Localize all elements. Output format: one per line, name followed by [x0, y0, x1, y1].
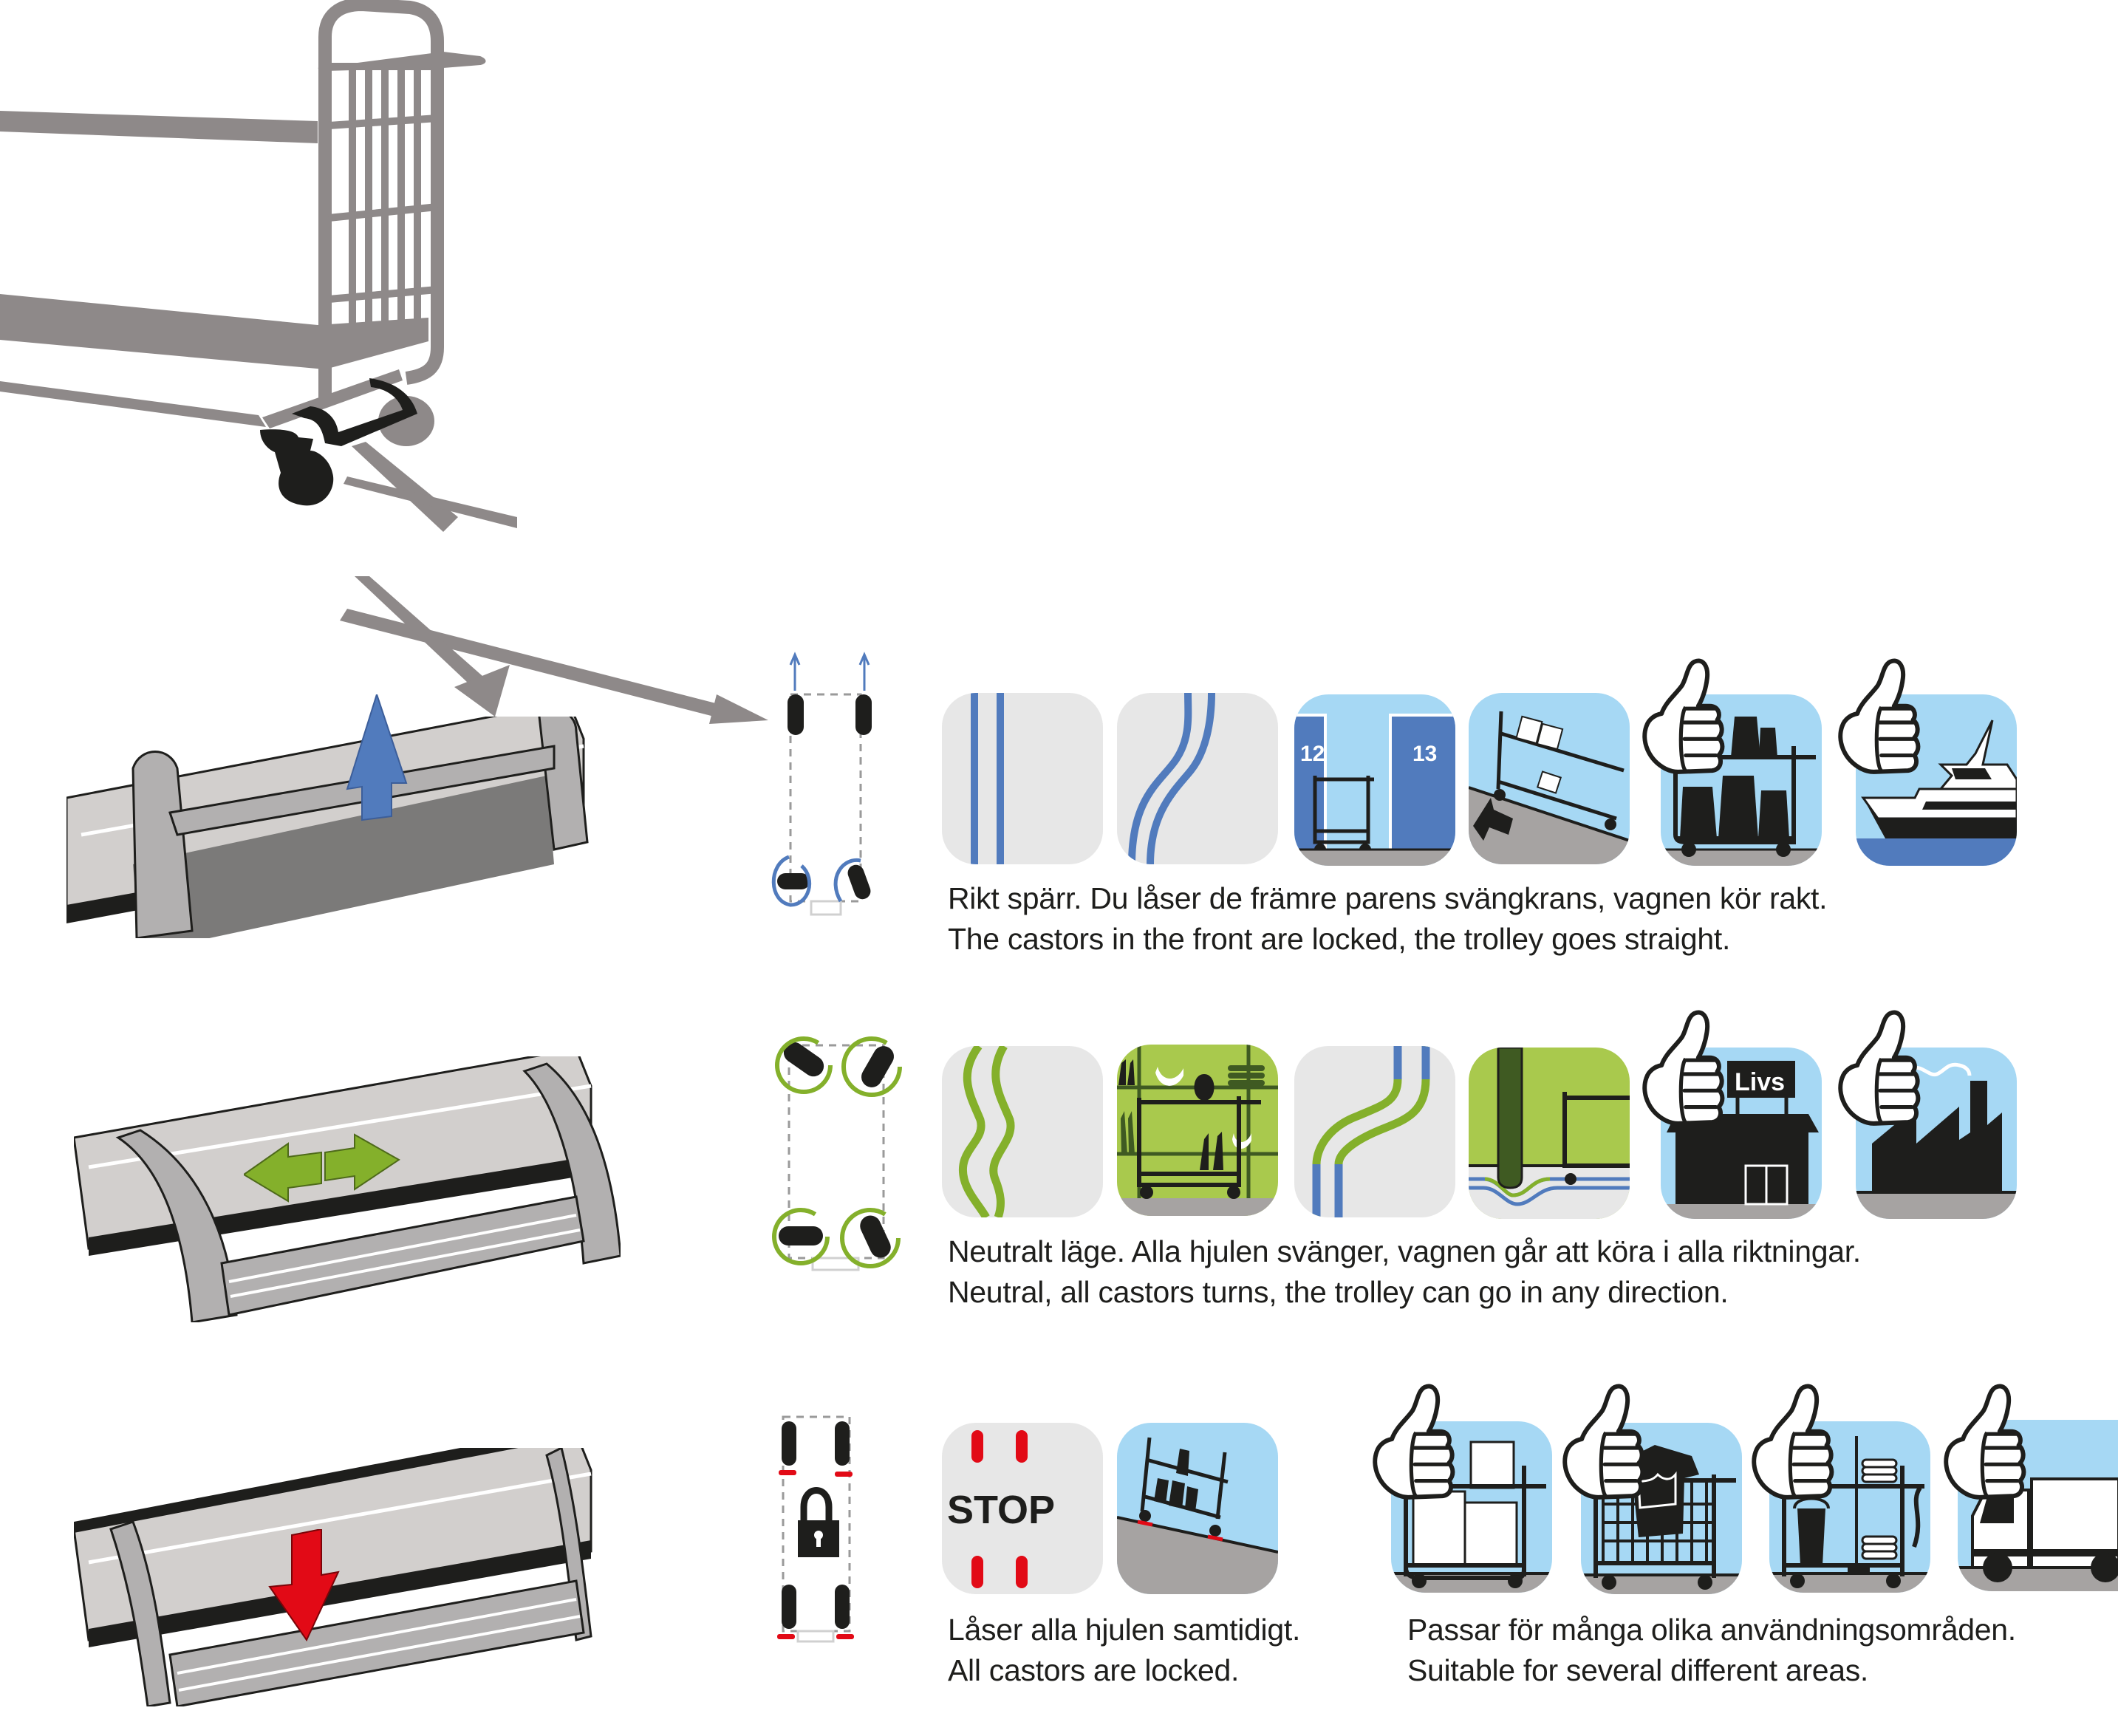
stop-label: STOP: [947, 1488, 1055, 1532]
livs-sign: Livs: [1735, 1068, 1785, 1096]
ramp-push-tile: [1469, 693, 1630, 864]
parking-bay-tile: 12 13: [1294, 694, 1455, 866]
caption-applications-en: Suitable for several different areas.: [1407, 1653, 1869, 1687]
curved-lane-tile: [1117, 693, 1278, 864]
thumbs-up-icon: [1941, 1377, 2030, 1510]
padlock-icon: [798, 1487, 839, 1557]
pointer-arrow: [340, 576, 768, 724]
grocery-shelf-tile: [1117, 1045, 1278, 1216]
straight-lane-tile: [942, 693, 1103, 864]
bay-number-left: 12: [1300, 742, 1325, 766]
wavy-lane-tile: [942, 1046, 1103, 1217]
wheel-diagram-neutral: [772, 1036, 902, 1271]
left-right-arrow-icon: [244, 1133, 400, 1203]
thumbs-up-icon: [1836, 1003, 1924, 1136]
caption-neutral-en: Neutral, all castors turns, the trolley …: [948, 1275, 1729, 1309]
lane-change-tile: [1294, 1046, 1455, 1217]
bay-number-right: 13: [1412, 742, 1437, 766]
up-arrow-icon: [346, 694, 408, 821]
thumbs-up-icon: [1640, 652, 1729, 785]
caption-directional-en: The castors in the front are locked, the…: [948, 922, 1731, 956]
thumbs-up-icon: [1749, 1377, 1838, 1510]
caption-lock-en: All castors are locked.: [948, 1653, 1240, 1687]
wheel-diagram-directional: [771, 652, 872, 916]
stop-tile: STOP: [942, 1423, 1103, 1594]
ship-tile: [1856, 694, 2017, 866]
caption-applications-sv: Passar för många olika användningsområde…: [1407, 1613, 2016, 1647]
caption-neutral-sv: Neutralt läge. Alla hjulen svänger, vagn…: [948, 1234, 1861, 1268]
thumbs-up-icon: [1560, 1377, 1649, 1510]
wheel-diagram-locked: [777, 1415, 854, 1643]
grocery-store-tile: Livs: [1661, 1048, 1822, 1219]
pedal-lock: [74, 1448, 592, 1706]
caption-directional-sv: Rikt spärr. Du låser de främre parens sv…: [948, 881, 1828, 915]
slope-locked-tile: [1117, 1423, 1278, 1594]
thumbs-up-icon: [1640, 1003, 1729, 1136]
thumbs-up-icon: [1370, 1377, 1459, 1510]
trolley-illustration: [0, 0, 517, 532]
caption-lock-sv: Låser alla hjulen samtidigt.: [948, 1613, 1301, 1647]
down-arrow-icon: [268, 1529, 340, 1641]
pillar-tile: [1469, 1048, 1630, 1219]
thumbs-up-icon: [1836, 652, 1924, 785]
